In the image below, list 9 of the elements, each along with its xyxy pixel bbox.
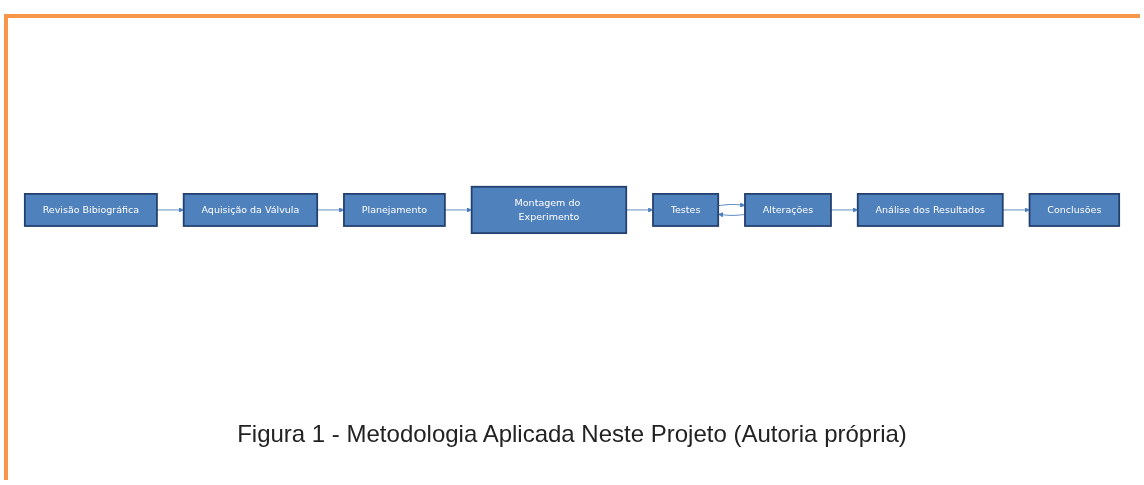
figure-caption: Figura 1 - Metodologia Aplicada Neste Projeto (Autoria própria) [237, 420, 907, 448]
node-box: Planejamento [343, 193, 446, 227]
node-box: Aquisição da Válvula [182, 193, 319, 227]
node-box: Testes [652, 193, 720, 227]
node-box: Alterações [744, 193, 832, 227]
node-box: Montagem do Experimento [470, 185, 628, 235]
node-box: Revisão Bibiográfica [23, 193, 158, 227]
node-box: Conclusões [1028, 193, 1121, 227]
node-box: Análise dos Resultados [856, 193, 1004, 227]
